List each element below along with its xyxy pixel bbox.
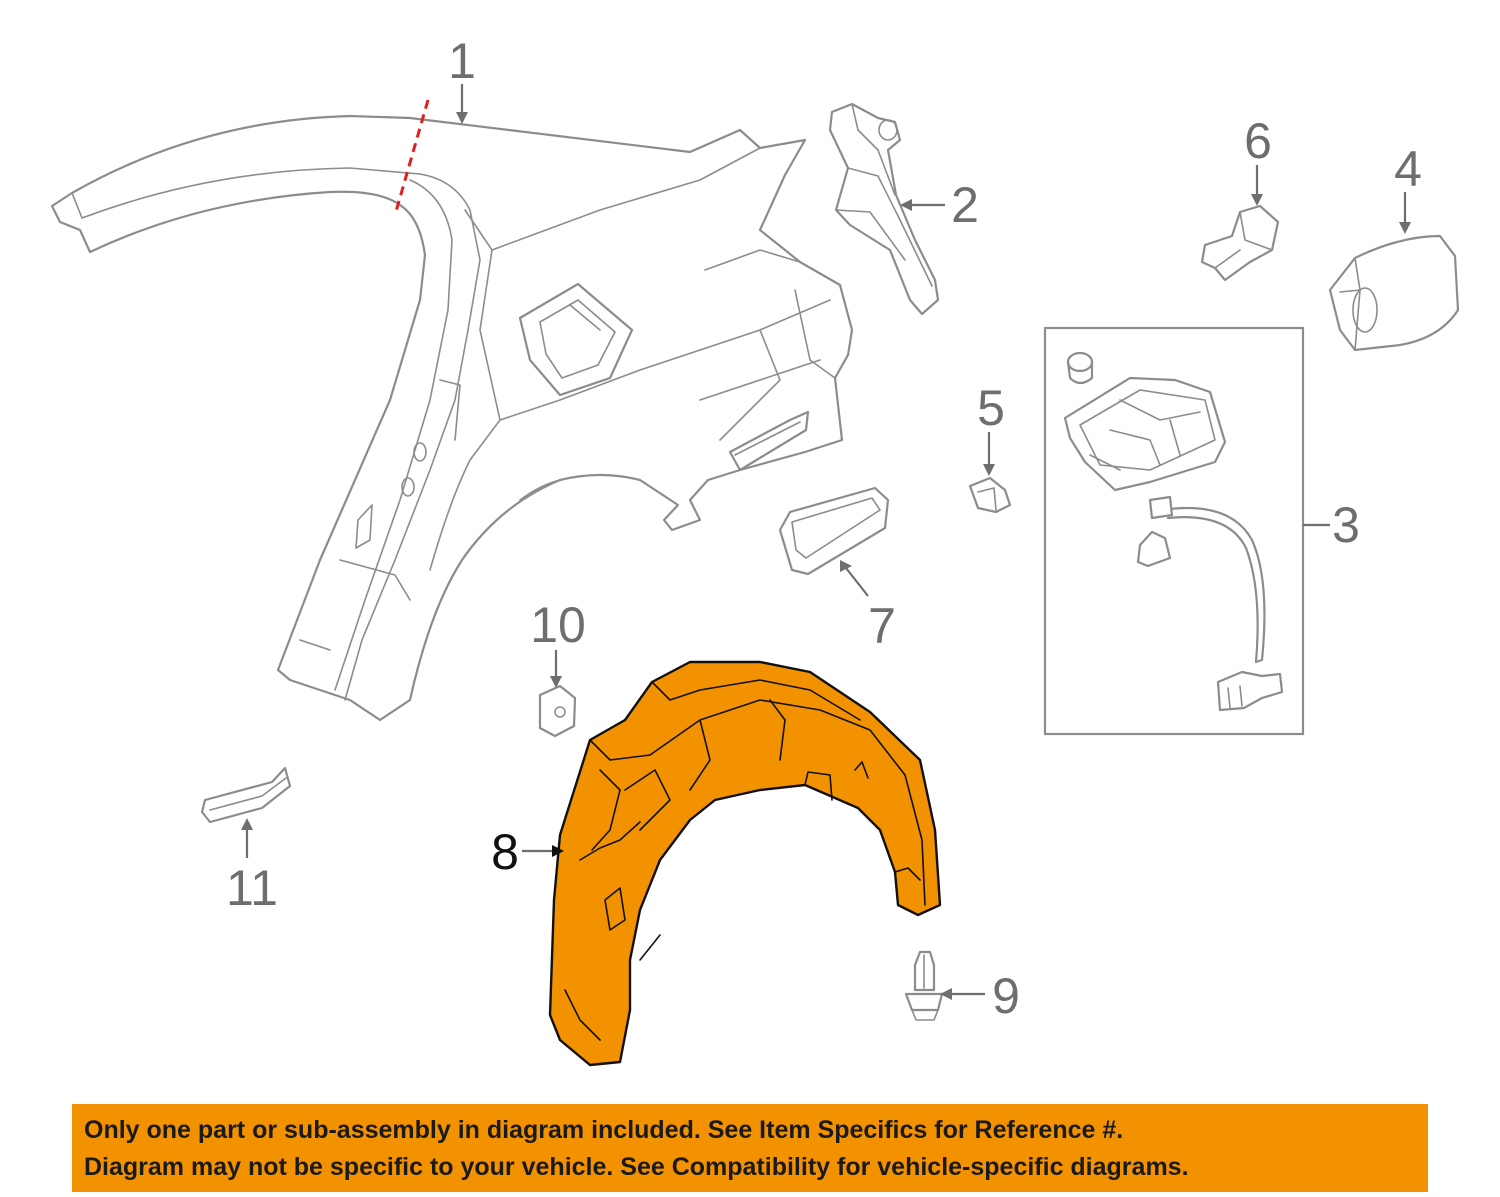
bracket-part-2[interactable] [828,102,940,316]
clip-part-5[interactable] [968,476,1012,514]
callout-7: 7 [868,598,896,654]
moulding-part-11[interactable] [200,766,292,824]
callout-10: 10 [530,597,586,653]
quarter-panel-part-1[interactable] [50,114,854,722]
callout-2: 2 [951,177,979,233]
disclaimer-banner: Only one part or sub-assembly in diagram… [72,1104,1428,1192]
hinge-part-6[interactable] [1200,204,1280,282]
callout-1: 1 [448,33,476,89]
callout-5: 5 [977,380,1005,436]
push-pin-part-9[interactable] [904,950,944,1021]
callout-11: 11 [226,860,278,916]
callout-leaders [241,84,1411,1000]
fuel-door-assembly-part-3[interactable] [1043,326,1305,736]
splash-shield-part-8[interactable] [548,660,942,1067]
disclaimer-line-2: Diagram may not be specific to your vehi… [84,1153,1189,1181]
disclaimer-line-1: Only one part or sub-assembly in diagram… [84,1116,1124,1144]
callout-3: 3 [1332,497,1360,553]
fuel-door-part-4[interactable] [1328,234,1460,352]
grommet-part-7[interactable] [778,486,890,576]
callout-6: 6 [1244,113,1272,169]
cut-line-marker [393,99,430,216]
exploded-parts-diagram: 1 2 3 4 5 6 7 8 9 10 11 [50,33,1460,1067]
callout-8: 8 [491,824,519,880]
callout-9: 9 [992,968,1020,1024]
nut-part-10[interactable] [538,684,577,738]
callout-4: 4 [1394,141,1422,197]
